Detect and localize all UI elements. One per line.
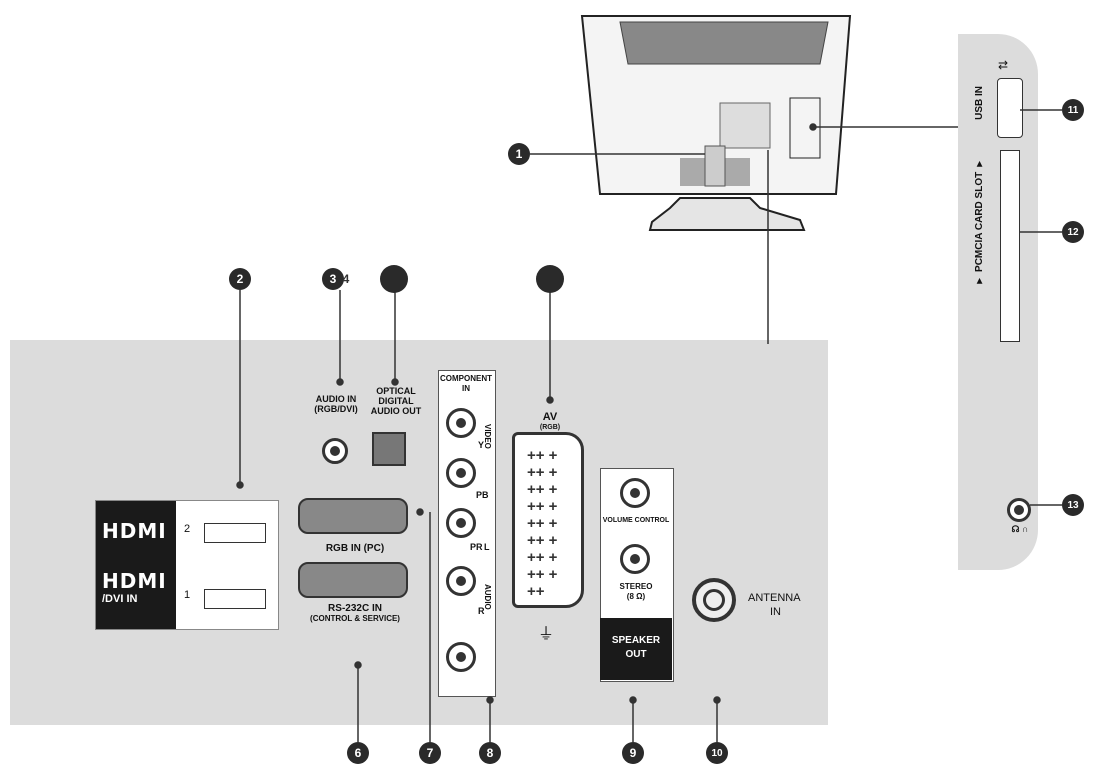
hdmi2-badge: HDMI [96,501,176,565]
hdmi1-port[interactable] [204,589,266,609]
rs232-port[interactable] [298,562,408,598]
audio-l-jack[interactable] [446,566,476,596]
rgb-in-port[interactable] [298,498,408,534]
callout-6: 6 [347,742,369,764]
pb-label: PB [476,490,489,500]
usb-icon: ⇄ [998,58,1009,72]
pcmcia-slot[interactable] [1000,150,1020,342]
component-y-jack[interactable] [446,408,476,438]
antenna-port[interactable] [692,578,736,622]
speaker-out-label-1: SPEAKER [611,635,661,646]
callout-av [536,265,564,293]
callout-12: 12 [1062,221,1084,243]
hdmi2-port[interactable] [204,523,266,543]
rs232-label: RS-232C IN [328,603,382,614]
hdmi1-dvi-label: /DVI IN [102,593,138,605]
hdmi-block: HDMI 2 HDMI /DVI IN 1 [95,500,279,630]
component-pr-jack[interactable] [446,508,476,538]
stereo-label: STEREO [619,582,653,591]
hdmi1-number: 1 [184,589,191,601]
hdmi2-number: 2 [184,523,191,535]
optical-port[interactable] [372,432,406,466]
antenna-label-1: ANTENNA [748,592,801,604]
optical-label-1: OPTICAL [376,386,416,396]
callout-9: 9 [622,742,644,764]
optical-label-2: DIGITAL [378,396,414,406]
rs232-sub: (CONTROL & SERVICE) [310,614,400,623]
callout-8: 8 [479,742,501,764]
audio-label: AUDIO [483,584,492,610]
headphone-jack[interactable] [1007,498,1031,522]
audio-r-jack[interactable] [446,642,476,672]
component-label-2: IN [462,384,470,393]
callout-3: 3 [322,268,344,290]
component-label-1: COMPONENT [440,374,492,383]
scart-symbol-icon: ⏚ [538,626,555,643]
antenna-label-2: IN [770,606,781,618]
stereo-sub: (8 Ω) [626,592,646,601]
headphone-label: ☊ ∩ [1011,524,1029,534]
scart-port[interactable]: ++ +++ +++ +++ +++ +++ +++ +++ +++ [512,432,584,608]
callout-10: 10 [706,742,728,764]
av-sub: (RGB) [539,424,561,431]
av-label: AV [542,411,558,423]
callout-4: 4 [342,272,350,286]
callout-11: 11 [1062,99,1084,121]
audio-in-jack[interactable] [322,438,348,464]
audio-in-sub: (RGB/DVI) [314,404,358,414]
component-pb-jack[interactable] [446,458,476,488]
hdmi1-logo: HDMI [102,569,167,593]
r-label: R [478,606,485,616]
video-label: VIDEO [483,424,492,449]
y-label: Y [478,440,485,450]
volume-control-label: VOLUME CONTROL [602,517,670,524]
pr-label: PR [470,542,483,552]
audio-in-label: AUDIO IN [315,394,357,404]
callout-1: 1 [508,143,530,165]
rgb-in-label: RGB IN (PC) [325,543,385,554]
tv-rear-illustration [580,15,852,231]
speaker-out-label-2: OUT [625,649,647,660]
callout-13: 13 [1062,494,1084,516]
callout-2: 2 [229,268,251,290]
callout-7: 7 [419,742,441,764]
callout-5 [380,265,408,293]
l-label: L [484,542,490,552]
stereo-jack[interactable] [620,544,650,574]
optical-label-3: AUDIO OUT [370,406,422,416]
hdmi1-badge: HDMI /DVI IN [96,565,176,629]
volume-control-jack[interactable] [620,478,650,508]
hdmi2-logo: HDMI [102,519,167,543]
usb-port[interactable] [997,78,1023,138]
speaker-out-box [600,618,672,680]
